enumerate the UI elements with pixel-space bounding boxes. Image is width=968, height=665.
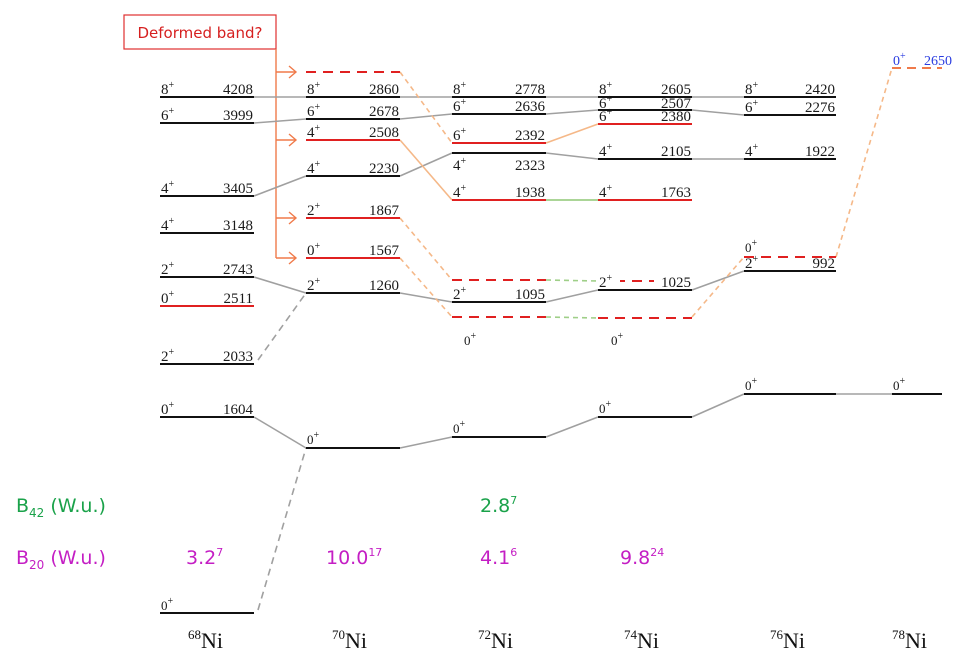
level-energy: 1260	[369, 278, 399, 294]
level-energy: 2420	[805, 82, 835, 98]
b20-ni70: 10.017	[326, 546, 382, 569]
level-energy: 3999	[223, 108, 253, 124]
column-ni78: 0+ 2650 0+	[892, 51, 952, 395]
svg-text:0+: 0+	[464, 331, 477, 348]
svg-text:4+: 4+	[599, 183, 613, 201]
level-energy: 2743	[223, 262, 253, 278]
svg-text:B20 (W.u.): B20 (W.u.)	[16, 547, 106, 572]
svg-text:4+: 4+	[161, 179, 175, 197]
svg-text:0+: 0+	[161, 596, 174, 613]
level-energy: 1922	[805, 144, 835, 160]
level-energy: 1604	[223, 402, 254, 418]
svg-text:2+: 2+	[161, 260, 175, 278]
svg-text:6+: 6+	[453, 97, 467, 115]
level-energy: 2508	[369, 125, 399, 141]
b20-ni68: 3.27	[186, 546, 223, 569]
svg-text:0+: 0+	[745, 238, 758, 255]
svg-text:0+: 0+	[307, 241, 321, 259]
annotation-label: Deformed band?	[138, 24, 263, 42]
b20-row: B20 (W.u.) 3.27 10.017 4.16 9.824	[16, 546, 664, 572]
svg-text:0+: 0+	[611, 331, 624, 348]
svg-text:8+: 8+	[745, 80, 759, 98]
svg-text:2+: 2+	[307, 276, 321, 294]
level-energy: 2650	[924, 54, 952, 69]
svg-text:6+: 6+	[453, 126, 467, 144]
level-energy: 2105	[661, 144, 691, 160]
svg-text:2+: 2+	[745, 254, 759, 272]
svg-text:4+: 4+	[307, 159, 321, 177]
arrow-icons	[276, 65, 298, 265]
svg-text:6+: 6+	[161, 106, 175, 124]
level-energy: 1025	[661, 275, 691, 291]
svg-text:8+: 8+	[599, 80, 613, 98]
svg-text:4+: 4+	[599, 142, 613, 160]
level-energy: 2507	[661, 96, 692, 112]
svg-text:4+: 4+	[453, 183, 467, 201]
level-energy: 3148	[223, 218, 253, 234]
level-energy: 1095	[515, 287, 545, 303]
column-ni70: 8+ 2860 6+ 2678 4+ 2508 4+ 2230 2+ 1867 …	[306, 71, 400, 449]
svg-text:2+: 2+	[453, 285, 467, 303]
level-energy: 2033	[223, 349, 253, 365]
b20-ni74: 9.824	[620, 546, 664, 569]
level-energy: 4208	[223, 82, 253, 98]
svg-text:0+: 0+	[161, 289, 175, 307]
b42-ni72: 2.87	[480, 494, 517, 517]
svg-text:2+: 2+	[161, 347, 175, 365]
column-ni68: 8+ 4208 6+ 3999 4+ 3405 4+ 3148 2+ 2743 …	[160, 80, 254, 614]
level-energy: 1567	[369, 243, 400, 259]
svg-text:0+: 0+	[599, 399, 612, 416]
column-ni72: 8+ 2778 6+ 2636 6+ 2392 4+ 2323 4+ 1938 …	[452, 80, 546, 438]
level-energy: 2605	[661, 82, 691, 98]
column-ni74: 8+ 2605 6+ 2507 6+ 2380 4+ 2105 4+ 1763 …	[598, 80, 692, 418]
level-energy: 2392	[515, 128, 545, 144]
level-energy: 1938	[515, 185, 545, 201]
svg-text:0+: 0+	[745, 376, 758, 393]
svg-text:0+: 0+	[893, 376, 906, 393]
svg-text:B42 (W.u.): B42 (W.u.)	[16, 495, 106, 520]
level-energy: 1763	[661, 185, 691, 201]
level-energy: 2380	[661, 109, 691, 125]
svg-text:2+: 2+	[307, 201, 321, 219]
b42-row: B42 (W.u.) 2.87	[16, 494, 517, 520]
level-energy: 2511	[224, 291, 253, 307]
level-energy: 3405	[223, 181, 253, 197]
level-energy: 2323	[515, 158, 545, 174]
nucleus-labels: 68Ni 70Ni 72Ni 74Ni 76Ni 78Ni	[188, 627, 927, 653]
nucleus-ni76: 76Ni	[770, 627, 805, 653]
svg-text:8+: 8+	[161, 80, 175, 98]
level-energy: 2276	[805, 100, 836, 116]
deformed-band-annotation: Deformed band?	[123, 14, 298, 265]
b20-ni72: 4.16	[480, 546, 517, 569]
svg-text:2+: 2+	[599, 273, 613, 291]
svg-text:4+: 4+	[161, 216, 175, 234]
level-energy: 1867	[369, 203, 400, 219]
nucleus-ni70: 70Ni	[332, 627, 367, 653]
nucleus-ni74: 74Ni	[624, 627, 659, 653]
nucleus-ni68: 68Ni	[188, 627, 223, 653]
svg-text:4+: 4+	[745, 142, 759, 160]
svg-text:0+: 0+	[307, 430, 320, 447]
nucleus-ni78: 78Ni	[892, 627, 927, 653]
svg-text:6+: 6+	[599, 94, 613, 112]
connectors	[253, 67, 893, 611]
svg-text:0+: 0+	[893, 51, 906, 69]
svg-text:6+: 6+	[745, 98, 759, 116]
svg-text:0+: 0+	[453, 419, 466, 436]
svg-text:6+: 6+	[599, 107, 613, 125]
column-ni76: 8+ 2420 6+ 2276 4+ 1922 0+ 2+ 992 0+	[744, 80, 836, 395]
svg-text:8+: 8+	[453, 80, 467, 98]
level-energy: 992	[813, 256, 836, 272]
nucleus-ni72: 72Ni	[478, 627, 513, 653]
svg-text:8+: 8+	[307, 80, 321, 98]
level-energy: 2860	[369, 82, 399, 98]
svg-text:4+: 4+	[453, 156, 467, 174]
level-energy: 2636	[515, 99, 546, 115]
svg-text:0+: 0+	[161, 400, 175, 418]
svg-text:4+: 4+	[307, 123, 321, 141]
level-energy: 2778	[515, 82, 545, 98]
level-energy: 2230	[369, 161, 399, 177]
svg-text:6+: 6+	[307, 102, 321, 120]
level-energy: 2678	[369, 104, 399, 120]
